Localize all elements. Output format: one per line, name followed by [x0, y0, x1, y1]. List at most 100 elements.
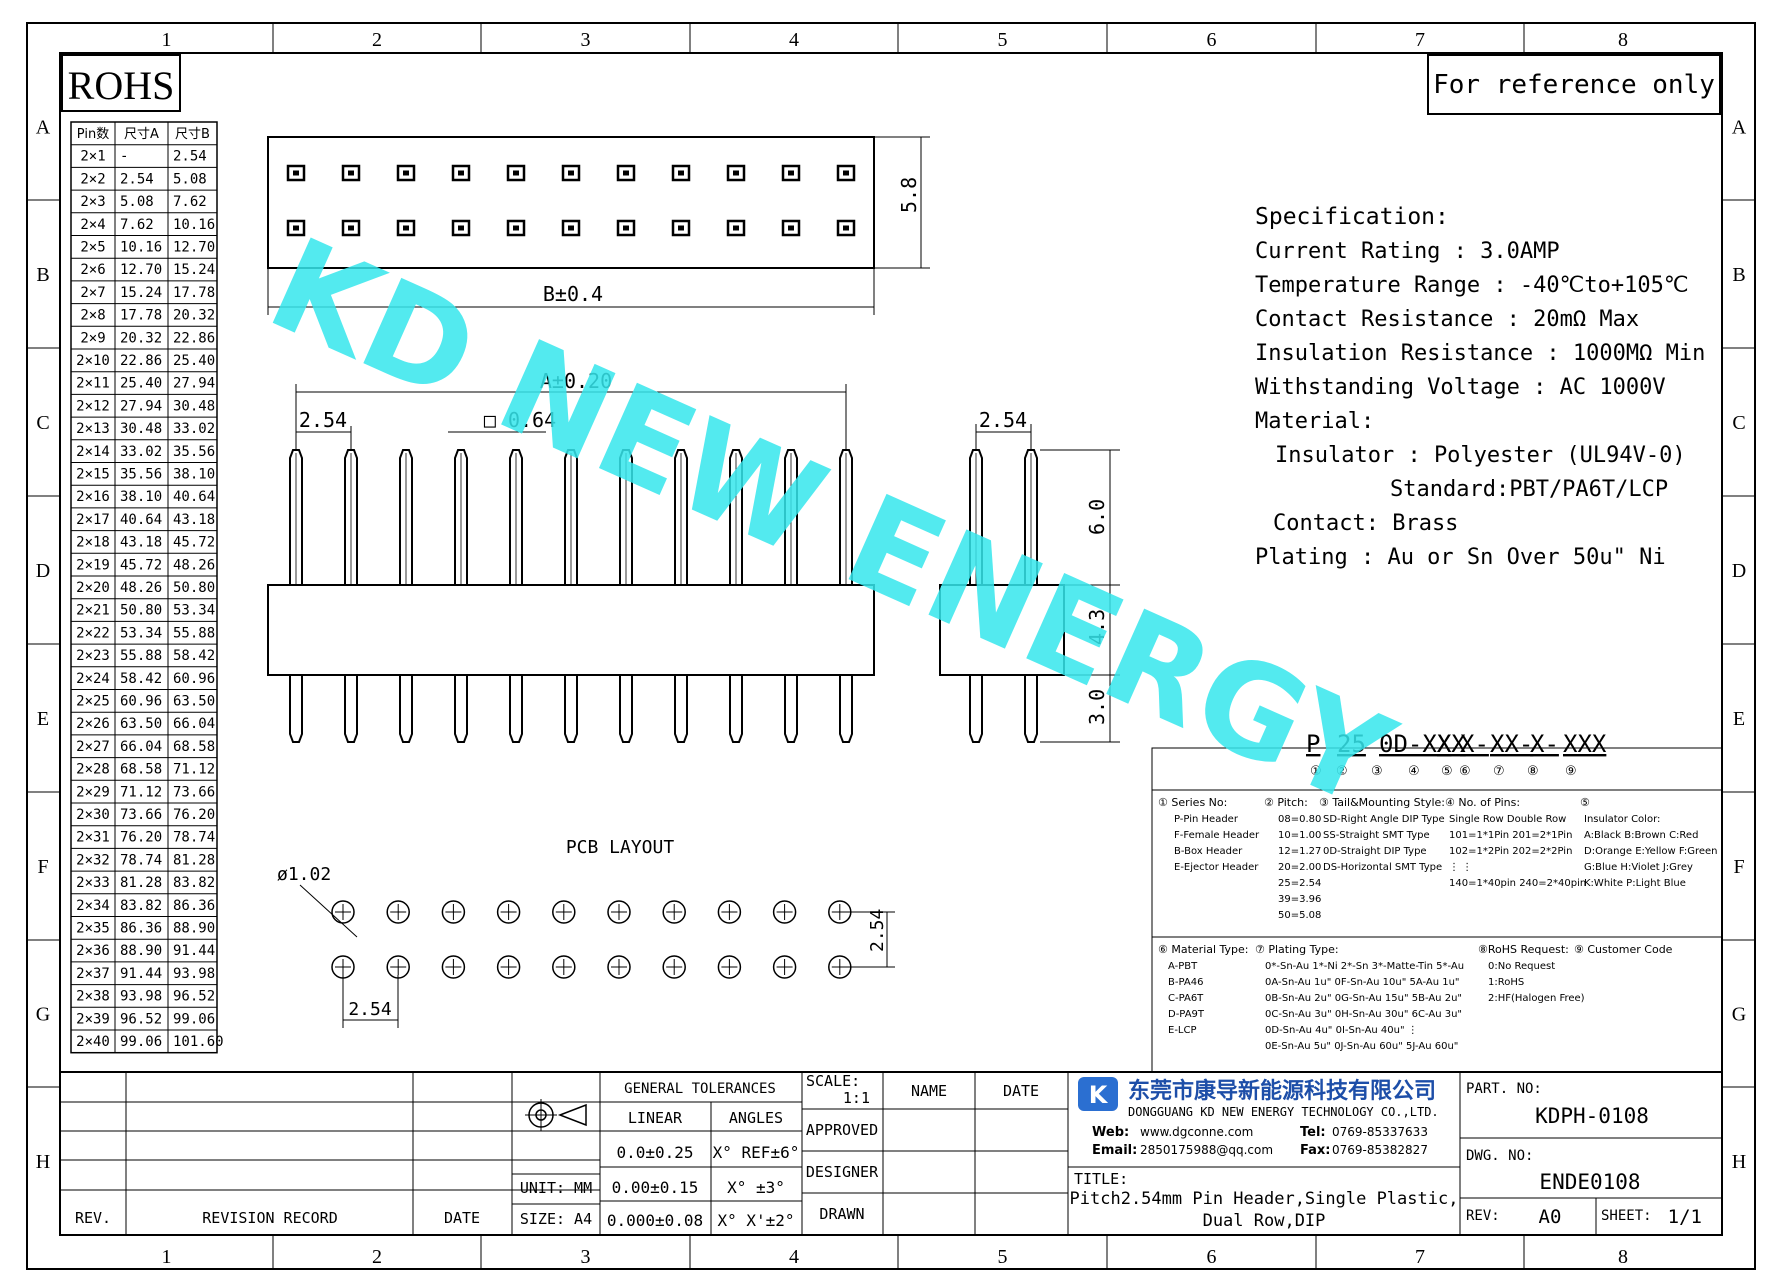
part-code-segment: X — [1437, 730, 1452, 758]
pin-table-cell: 22.86 — [120, 353, 162, 369]
dwg-no-label: DWG. NO: — [1466, 1148, 1533, 1164]
pin-table-cell: 58.42 — [173, 648, 215, 664]
pin-table-cell: 88.90 — [120, 943, 162, 959]
pin-table-cell: 76.20 — [120, 830, 162, 846]
pcb-holes — [331, 900, 852, 979]
pin-table-cell: 93.98 — [173, 966, 215, 982]
pin-lower — [839, 675, 853, 743]
zone-column-top: 8 — [1618, 29, 1628, 51]
watermark: KD NEW ENERGY — [249, 210, 1412, 837]
email-label: Email: — [1092, 1143, 1137, 1158]
sheet-label: SHEET: — [1601, 1208, 1652, 1224]
unit-label: UNIT: MM — [520, 1179, 592, 1197]
top-pin-square — [396, 219, 416, 237]
note-line: 0D-Straight DIP Type — [1323, 846, 1427, 857]
pin-table-cell: 25.40 — [173, 353, 215, 369]
pcb-hole — [772, 955, 797, 979]
projection-symbol-icon — [525, 1099, 587, 1131]
pin-lower — [509, 675, 523, 743]
note-line: 0B-Sn-Au 2u" 0G-Sn-Au 15u" 5B-Au 2u" — [1265, 993, 1462, 1004]
pin-table-cell: 60.96 — [120, 694, 162, 710]
company-name-en: DONGGUANG KD NEW ENERGY TECHNOLOGY CO.,L… — [1128, 1105, 1439, 1119]
pin-table-cell: 2×34 — [76, 898, 110, 914]
pin-table-cell: 2×16 — [76, 489, 110, 505]
top-pin-square — [341, 219, 361, 237]
part-no-value: KDPH-0108 — [1535, 1104, 1649, 1128]
pin-table-cell: 17.78 — [120, 308, 162, 324]
pcb-hole — [607, 900, 631, 924]
pin-table-cell: 17.78 — [173, 285, 215, 301]
pin-table-cell: 2×8 — [80, 308, 105, 324]
pin-table-cell: 66.04 — [173, 716, 215, 732]
pin-table-cell: 71.12 — [173, 762, 215, 778]
angle-tolerance: X° ±3° — [727, 1178, 785, 1197]
pin-table-cell: 27.94 — [120, 398, 162, 414]
spec-line: Material: — [1255, 409, 1374, 434]
pin-lower — [344, 675, 358, 743]
zone-column-top: 7 — [1415, 29, 1425, 51]
note-line: 0C-Sn-Au 3u" 0H-Sn-Au 30u" 6C-Au 3u" — [1265, 1009, 1462, 1020]
pin-table-cell: 12.70 — [120, 262, 162, 278]
top-pin-square — [726, 219, 746, 237]
pin-table-cell: 2×3 — [80, 194, 105, 210]
pin-table-cell: 22.86 — [173, 330, 215, 346]
note-line: G:Blue H:Violet J:Grey — [1584, 862, 1693, 873]
zone-column-bottom: 7 — [1415, 1246, 1425, 1268]
pin-table-cell: 68.58 — [120, 762, 162, 778]
pin-table-cell: 2×19 — [76, 557, 110, 573]
note-line: A-PBT — [1168, 961, 1198, 972]
pin-table-cell: 96.52 — [173, 989, 215, 1005]
pcb-hole — [496, 955, 521, 979]
pcb-layout: PCB LAYOUT ø1.02 2.54 2.54 — [277, 837, 895, 1028]
pcb-hole — [662, 900, 686, 924]
pin-table-cell: 2×33 — [76, 875, 110, 891]
pin-table-cell: 35.56 — [120, 467, 162, 483]
note-line: DS-Horizontal SMT Type — [1323, 862, 1442, 873]
zone-column-top: 3 — [581, 29, 591, 51]
pin-table-cell: 58.42 — [120, 671, 162, 687]
pin-table-cell: 7.62 — [120, 217, 154, 233]
pin-table-cell: 86.36 — [173, 898, 215, 914]
top-pin-square — [836, 219, 856, 237]
part-code-marker: ⑧ — [1527, 764, 1539, 779]
pcb-hole — [552, 955, 576, 979]
pin-table-cell: 66.04 — [120, 739, 162, 755]
pin-upper — [619, 449, 633, 585]
zone-row-right: G — [1732, 1004, 1746, 1026]
zone-column-bottom: 2 — [372, 1246, 382, 1268]
pcb-hole — [552, 900, 576, 924]
pin-table-cell: 83.82 — [173, 875, 215, 891]
pin-table-cell: 2×26 — [76, 716, 110, 732]
zone-column-bottom: 3 — [581, 1246, 591, 1268]
revision-record-header: REVISION RECORD — [202, 1209, 337, 1227]
top-view-pins — [286, 164, 856, 237]
pin-table-cell: 55.88 — [173, 625, 215, 641]
pin-table-cell: 2×12 — [76, 398, 110, 414]
pin-table-cell: 10.16 — [120, 240, 162, 256]
title-label: TITLE: — [1074, 1170, 1128, 1188]
top-view-body — [267, 136, 875, 269]
pcb-hole — [496, 900, 521, 924]
outer-border — [26, 22, 1756, 1270]
linear-tolerance: 0.00±0.15 — [612, 1178, 699, 1197]
pcb-hole — [662, 955, 686, 979]
rohs-box — [61, 54, 181, 112]
dwg-no-value: ENDE0108 — [1539, 1170, 1640, 1194]
pin-table-cell: 45.72 — [173, 535, 215, 551]
pin-table-cell: 2×25 — [76, 694, 110, 710]
specification-block: Specification: Current Rating : 3.0AMPTe… — [1255, 204, 1705, 570]
note-heading: ④ No. of Pins: — [1445, 796, 1520, 809]
fax-value: 0769-85382827 — [1332, 1143, 1428, 1157]
date-header: DATE — [444, 1209, 480, 1227]
company-name-cn: 东莞市康导新能源科技有限公司 — [1128, 1078, 1436, 1104]
zone-row-right: A — [1732, 117, 1747, 139]
pin-table-cell: 83.82 — [120, 898, 162, 914]
pin-table-cell: 53.34 — [173, 603, 215, 619]
note-line: C-PA6T — [1168, 993, 1204, 1004]
dim-pcb-row-pitch: 2.54 — [867, 909, 888, 952]
zone-column-top: 6 — [1207, 29, 1217, 51]
web-label: Web: — [1092, 1125, 1129, 1140]
top-pin-square — [396, 164, 416, 182]
